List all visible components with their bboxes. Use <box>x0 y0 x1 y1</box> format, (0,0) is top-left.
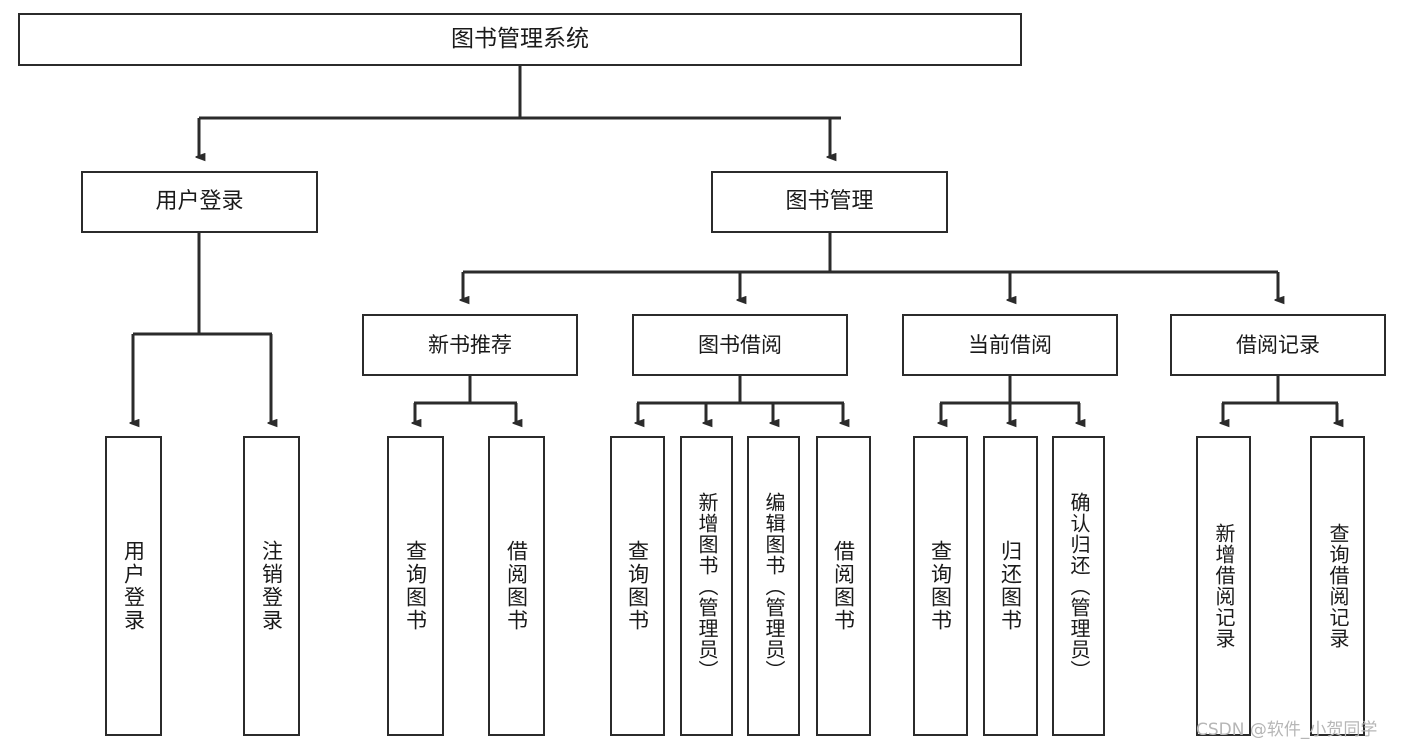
node-leaf-newbook-borrow-book[interactable]: 借阅图书 <box>488 436 545 736</box>
node-label: 新增借阅记录 <box>1212 523 1236 649</box>
node-label: 查询借阅记录 <box>1326 523 1350 649</box>
node-leaf-add-book-admin[interactable]: 新增图书（管理员） <box>680 436 733 736</box>
node-leaf-add-borrow-record[interactable]: 新增借阅记录 <box>1196 436 1251 736</box>
node-label: 归还图书 <box>998 540 1023 632</box>
node-leaf-borrow-query-book[interactable]: 查询图书 <box>610 436 665 736</box>
node-label: 用户登录 <box>155 188 244 214</box>
node-root-book-management-system[interactable]: 图书管理系统 <box>18 13 1022 66</box>
node-label: 查询图书 <box>928 540 953 632</box>
node-leaf-borrow-borrow-book[interactable]: 借阅图书 <box>816 436 871 736</box>
node-leaf-logout[interactable]: 注销登录 <box>243 436 300 736</box>
node-label: 图书管理系统 <box>451 25 589 52</box>
node-leaf-newbook-query-book[interactable]: 查询图书 <box>387 436 444 736</box>
node-label: 新书推荐 <box>428 332 512 357</box>
node-label: 借阅记录 <box>1236 332 1320 357</box>
node-book-borrow[interactable]: 图书借阅 <box>632 314 848 376</box>
node-leaf-confirm-return-admin[interactable]: 确认归还（管理员） <box>1052 436 1105 736</box>
node-label: 确认归还（管理员） <box>1067 491 1091 681</box>
node-user-login[interactable]: 用户登录 <box>81 171 318 233</box>
node-label: 用户登录 <box>121 540 146 632</box>
node-borrow-record[interactable]: 借阅记录 <box>1170 314 1386 376</box>
node-book-management[interactable]: 图书管理 <box>711 171 948 233</box>
node-current-borrow[interactable]: 当前借阅 <box>902 314 1118 376</box>
node-label: 当前借阅 <box>968 332 1052 357</box>
node-leaf-return-book[interactable]: 归还图书 <box>983 436 1038 736</box>
node-new-book-recommend[interactable]: 新书推荐 <box>362 314 578 376</box>
node-label: 借阅图书 <box>504 540 529 632</box>
node-leaf-user-login[interactable]: 用户登录 <box>105 436 162 736</box>
node-label: 新增图书（管理员） <box>695 491 719 681</box>
csdn-watermark: CSDN @软件_小贺同学 <box>1196 720 1378 740</box>
node-leaf-current-query-book[interactable]: 查询图书 <box>913 436 968 736</box>
node-leaf-edit-book-admin[interactable]: 编辑图书（管理员） <box>747 436 800 736</box>
node-label: 编辑图书（管理员） <box>762 491 786 681</box>
node-label: 图书管理 <box>785 188 874 214</box>
node-leaf-query-borrow-record[interactable]: 查询借阅记录 <box>1310 436 1365 736</box>
node-label: 查询图书 <box>403 540 428 632</box>
node-label: 查询图书 <box>625 540 650 632</box>
node-label: 图书借阅 <box>698 332 782 357</box>
node-label: 借阅图书 <box>831 540 856 632</box>
node-label: 注销登录 <box>259 540 284 632</box>
